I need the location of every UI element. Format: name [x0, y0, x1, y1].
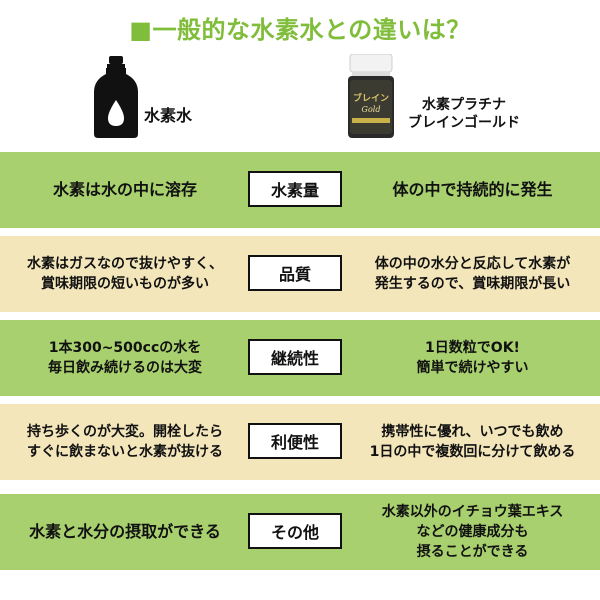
row-right-text: 簡単で続けやすい	[416, 360, 529, 376]
category-label: 品質	[248, 255, 342, 291]
row-right-text: 水素以外のイチョウ葉エキス	[381, 504, 564, 520]
row-right-cell: 1日数粒でOK! 簡単で続けやすい	[345, 320, 600, 396]
package-text-gold: Gold	[362, 105, 381, 114]
row-left-text: 毎日飲み続けるのは大変	[48, 360, 202, 376]
row-left-cell: 水素と水分の摂取ができる	[0, 494, 250, 570]
comparison-row-continuity: 1本300~500ccの水を 毎日飲み続けるのは大変 継続性 1日数粒でOK! …	[0, 320, 600, 396]
row-left-text: 水素はガスなので抜けやすく、	[27, 256, 223, 272]
row-right-cell: 携帯性に優れ、いつでも飲め 1日の中で複数回に分けて飲める	[345, 404, 600, 480]
page-title: ■一般的な水素水との違いは？	[129, 16, 471, 44]
row-right-text: 体の中の水分と反応して水素が	[374, 256, 571, 272]
row-left-text: 持ち歩くのが大変。開栓したら	[27, 424, 223, 440]
product-brain-gold: ブレイン Gold 水素プラチナ ブレインゴールド	[340, 52, 590, 142]
row-right-text: 摂ることができる	[416, 544, 529, 560]
row-right-cell: 水素以外のイチョウ葉エキス などの健康成分も 摂ることができる	[345, 494, 600, 570]
row-left-text: 賞味期限の短いものが多い	[41, 276, 209, 292]
comparison-row-quality: 水素はガスなので抜けやすく、 賞味期限の短いものが多い 品質 体の中の水分と反応…	[0, 236, 600, 312]
row-left-text: 水素は水の中に溶存	[52, 180, 197, 199]
category-label: 水素量	[248, 171, 342, 207]
category-label: 利便性	[248, 423, 342, 459]
comparison-row-convenience: 持ち歩くのが大変。開栓したら すぐに飲まないと水素が抜ける 利便性 携帯性に優れ…	[0, 404, 600, 480]
row-right-text: などの健康成分も	[416, 524, 529, 540]
product-label-line: ブレインゴールド	[408, 115, 520, 131]
row-right-text: 1日数粒でOK!	[425, 340, 520, 356]
row-left-text: 1本300~500ccの水を	[48, 340, 202, 356]
category-label: 継続性	[248, 339, 342, 375]
row-right-text: 携帯性に優れ、いつでも飲め	[381, 424, 564, 440]
product-label-brain-gold: 水素プラチナ ブレインゴールド	[408, 96, 520, 132]
row-left-text: すぐに飲まないと水素が抜ける	[27, 444, 223, 460]
product-hydrogen-water: 水素水	[88, 52, 288, 142]
row-right-text: 1日の中で複数回に分けて飲める	[369, 444, 576, 460]
row-left-cell: 持ち歩くのが大変。開栓したら すぐに飲まないと水素が抜ける	[0, 404, 250, 480]
row-left-cell: 1本300~500ccの水を 毎日飲み続けるのは大変	[0, 320, 250, 396]
row-right-cell: 体の中の水分と反応して水素が 発生するので、賞味期限が長い	[345, 236, 600, 312]
row-left-text: 水素と水分の摂取ができる	[29, 522, 221, 541]
row-left-cell: 水素はガスなので抜けやすく、 賞味期限の短いものが多い	[0, 236, 250, 312]
row-right-cell: 体の中で持続的に発生	[345, 152, 600, 228]
supplement-jar-icon: ブレイン Gold	[348, 54, 394, 138]
category-label: その他	[248, 513, 342, 549]
comparison-row-other: 水素と水分の摂取ができる その他 水素以外のイチョウ葉エキス などの健康成分も …	[0, 494, 600, 570]
row-left-cell: 水素は水の中に溶存	[0, 152, 250, 228]
product-label-line: 水素プラチナ	[422, 97, 506, 113]
package-text-brand: ブレイン	[353, 92, 389, 104]
comparison-row-hydrogen-amount: 水素は水の中に溶存 水素量 体の中で持続的に発生	[0, 152, 600, 228]
product-label-hydrogen-water: 水素水	[144, 106, 193, 125]
water-bottle-icon	[94, 56, 138, 138]
row-right-text: 発生するので、賞味期限が長い	[374, 276, 571, 292]
row-right-text: 体の中で持続的に発生	[392, 180, 553, 199]
